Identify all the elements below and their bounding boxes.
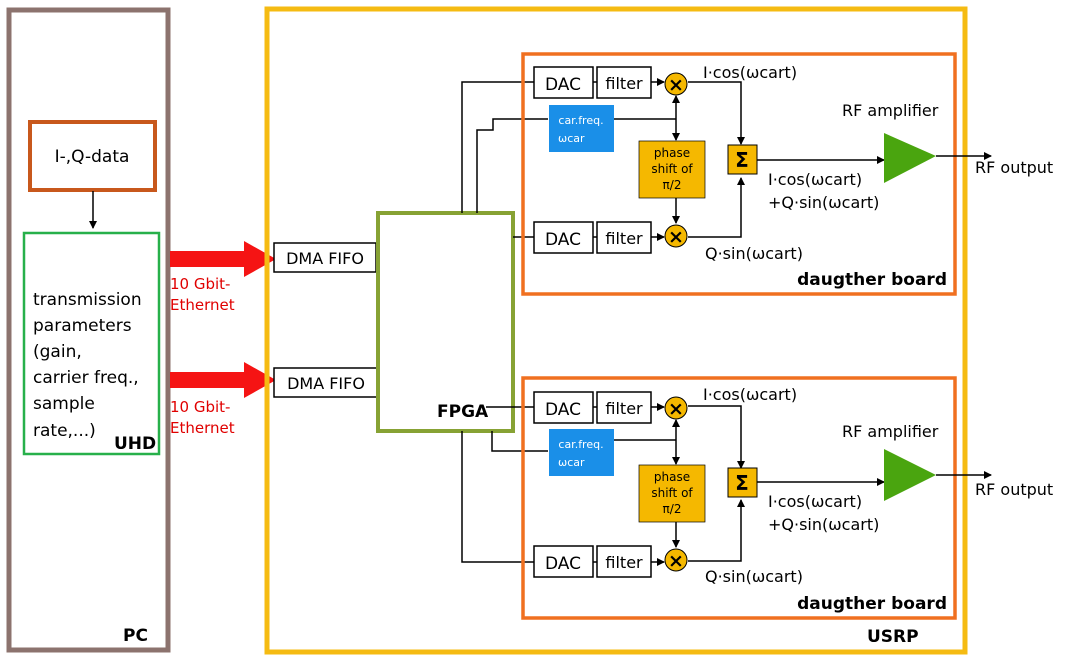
carrier-omega-label: ωcar <box>558 132 585 145</box>
output-i-label: I·cos(ωcart) <box>768 492 862 511</box>
ethernet-label-line1: 10 Gbit- <box>170 275 230 293</box>
daughterboard-frame <box>521 376 957 620</box>
i-term-label: I·cos(ωcart) <box>703 385 797 404</box>
phase-shift-line: π/2 <box>663 502 682 516</box>
daughterboard-frame <box>521 52 957 296</box>
usrp-frame <box>264 6 968 655</box>
pc-frame <box>6 7 171 653</box>
filter-label: filter <box>605 553 643 572</box>
rf-amplifier-icon <box>884 449 936 501</box>
carrier-freq-box <box>549 429 614 476</box>
dma-fifo-label: DMA FIFO <box>286 249 364 268</box>
usrp-label: USRP <box>867 627 919 647</box>
rf-output-label: RF output <box>975 480 1053 499</box>
filter-label: filter <box>605 74 643 93</box>
filter-box <box>596 391 652 424</box>
daughterboard-label: daugther board <box>797 270 947 290</box>
mixer-symbol: × <box>668 226 684 248</box>
rf-amplifier-label: RF amplifier <box>842 422 939 441</box>
phase-shift-box <box>638 140 706 199</box>
q-term-label: Q·sin(ωcart) <box>705 244 803 263</box>
ethernet-label-line2: Ethernet <box>170 419 235 437</box>
ethernet-link-2: 10 Gbit- Ethernet <box>170 362 276 437</box>
params-line: carrier freq., <box>33 368 139 388</box>
pc-label: PC <box>123 626 148 646</box>
dac-box <box>533 391 594 424</box>
output-i-label: I·cos(ωcart) <box>768 170 862 189</box>
carrier-freq-label: car.freq. <box>558 438 603 451</box>
output-q-label: +Q·sin(ωcart) <box>768 193 879 212</box>
dac-label: DAC <box>545 230 581 250</box>
mixer-icon <box>664 548 688 572</box>
params-line: parameters <box>33 316 132 336</box>
rf-amplifier-icon <box>884 133 936 183</box>
i-term-label: I·cos(ωcart) <box>703 63 797 82</box>
dma-fifo-label: DMA FIFO <box>287 374 365 393</box>
dac-label: DAC <box>545 75 581 95</box>
signal-wires <box>593 78 992 241</box>
carrier-freq-label: car.freq. <box>558 114 603 127</box>
phase-shift-box <box>638 464 706 523</box>
uhd-label: UHD <box>114 434 156 454</box>
pc-block: PC I-,Q-data transmission parameters (ga… <box>6 7 171 653</box>
phase-shift-line: phase <box>654 146 690 160</box>
summer-icon <box>727 144 758 175</box>
ethernet-label-line1: 10 Gbit- <box>170 398 230 416</box>
dac-label: DAC <box>545 554 581 574</box>
params-line: (gain, <box>33 342 82 362</box>
uhd-box <box>22 231 161 456</box>
daughterboard-1: daugther board DAC filter DAC filter car… <box>521 52 1053 296</box>
carrier-freq-box <box>549 105 614 152</box>
rf-amplifier-label: RF amplifier <box>842 101 939 120</box>
phase-shift-line: shift of <box>651 486 693 500</box>
ethernet-link-1: 10 Gbit- Ethernet <box>170 241 276 314</box>
filter-label: filter <box>605 229 643 248</box>
signal-wires <box>593 403 992 566</box>
phase-shift-line: π/2 <box>663 178 682 192</box>
params-line: rate,...) <box>33 421 96 441</box>
summer-symbol: Σ <box>735 471 749 495</box>
rf-output-label: RF output <box>975 158 1053 177</box>
dma-fifo-box-1 <box>273 242 377 273</box>
wire <box>461 431 534 563</box>
transmission-parameters-text: transmission parameters (gain, carrier f… <box>33 290 142 441</box>
iq-data-label: I-,Q-data <box>55 147 130 167</box>
usrp-block: USRP DMA FIFO DMA FIFO FPGA <box>264 6 968 655</box>
wire <box>476 118 548 213</box>
fpga-box <box>376 211 515 433</box>
daughterboard-2: daugther board DAC filter DAC filter car… <box>521 376 1053 620</box>
mixer-icon <box>664 396 688 420</box>
summer-symbol: Σ <box>735 148 749 172</box>
dac-box <box>533 66 594 99</box>
carrier-omega-label: ωcar <box>558 456 585 469</box>
wire <box>491 431 548 452</box>
mixer-icon <box>664 72 688 96</box>
dac-label: DAC <box>545 400 581 420</box>
dac-box <box>533 545 594 578</box>
ethernet-arrow <box>170 241 276 277</box>
mixer-symbol: × <box>668 550 684 572</box>
ethernet-arrow <box>170 362 276 398</box>
daughterboard-label: daugther board <box>797 594 947 614</box>
mixer-symbol: × <box>668 398 684 420</box>
summer-icon <box>727 467 758 498</box>
params-line: sample <box>33 394 95 414</box>
params-line: transmission <box>33 290 142 310</box>
phase-shift-line: phase <box>654 470 690 484</box>
wire <box>461 81 534 213</box>
phase-shift-line: shift of <box>651 162 693 176</box>
dac-box <box>533 221 594 254</box>
ethernet-label-line2: Ethernet <box>170 296 235 314</box>
mixer-icon <box>664 224 688 248</box>
output-q-label: +Q·sin(ωcart) <box>768 515 879 534</box>
fpga-label: FPGA <box>437 402 489 422</box>
filter-label: filter <box>605 399 643 418</box>
mixer-symbol: × <box>668 74 684 96</box>
iq-data-box <box>28 120 157 192</box>
q-term-label: Q·sin(ωcart) <box>705 567 803 586</box>
fpga-db1-wires <box>461 81 548 563</box>
